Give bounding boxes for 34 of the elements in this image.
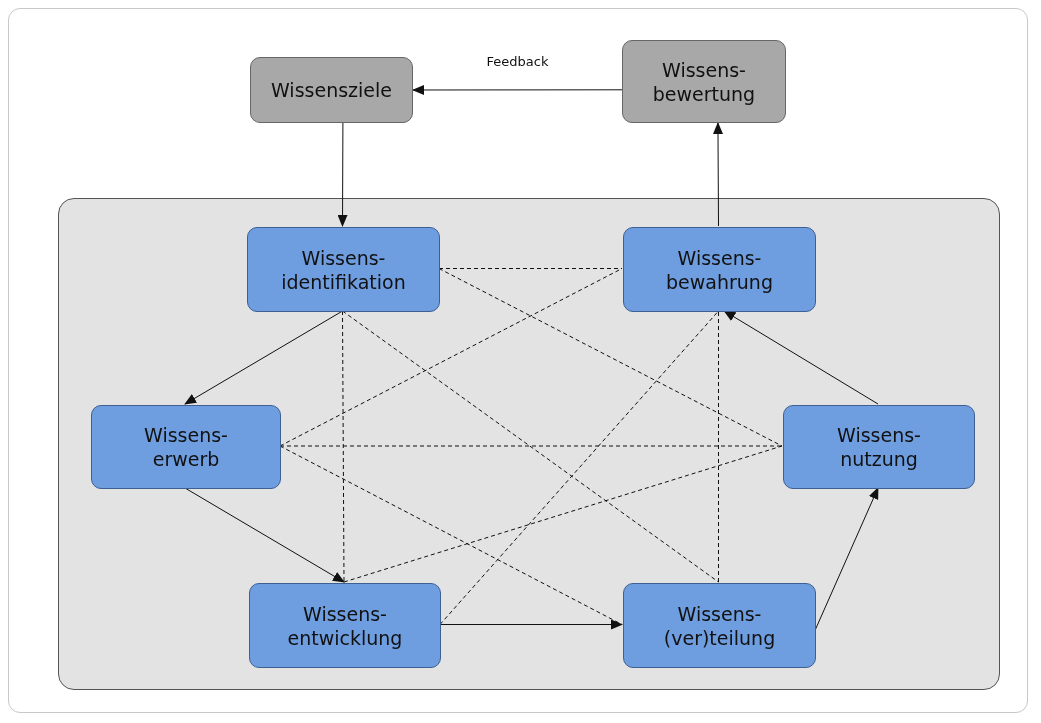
arrow [184,310,343,405]
arrow [713,122,723,227]
dashed-line [343,445,783,583]
dashed-line [718,310,719,583]
arrow [412,85,623,95]
process-box [247,227,440,312]
process-box [783,405,975,489]
group-panel [58,198,1000,690]
arrow [337,122,348,227]
node-label: Wissensziele [270,78,393,102]
node-label: Wissens- nutzung [836,423,922,471]
process-box [249,583,441,668]
process-box [623,227,816,312]
arrow [723,310,879,405]
arrow [814,487,879,631]
process-box [622,40,786,123]
dashed-line [438,268,623,269]
node-label: Wissens- (ver)teilung [662,601,777,650]
dashed-line [342,310,719,583]
node-label: Wissens- entwicklung [286,601,404,650]
arrow [439,619,623,630]
process-box [250,57,413,123]
dashed-line [439,310,719,625]
node-label: Wissens- identifikation [280,245,407,294]
node-label: Wissens- bewertung [651,57,757,106]
node-label: Wissens- bewahrung [665,245,774,294]
dashed-line [279,445,623,625]
edge-label: Feedback [484,53,551,69]
dashed-line [279,445,783,447]
process-box [91,405,281,489]
dashed-line [342,310,345,583]
process-box [623,583,816,668]
arrow [184,487,345,583]
node-label: Wissens- erwerb [143,423,229,471]
